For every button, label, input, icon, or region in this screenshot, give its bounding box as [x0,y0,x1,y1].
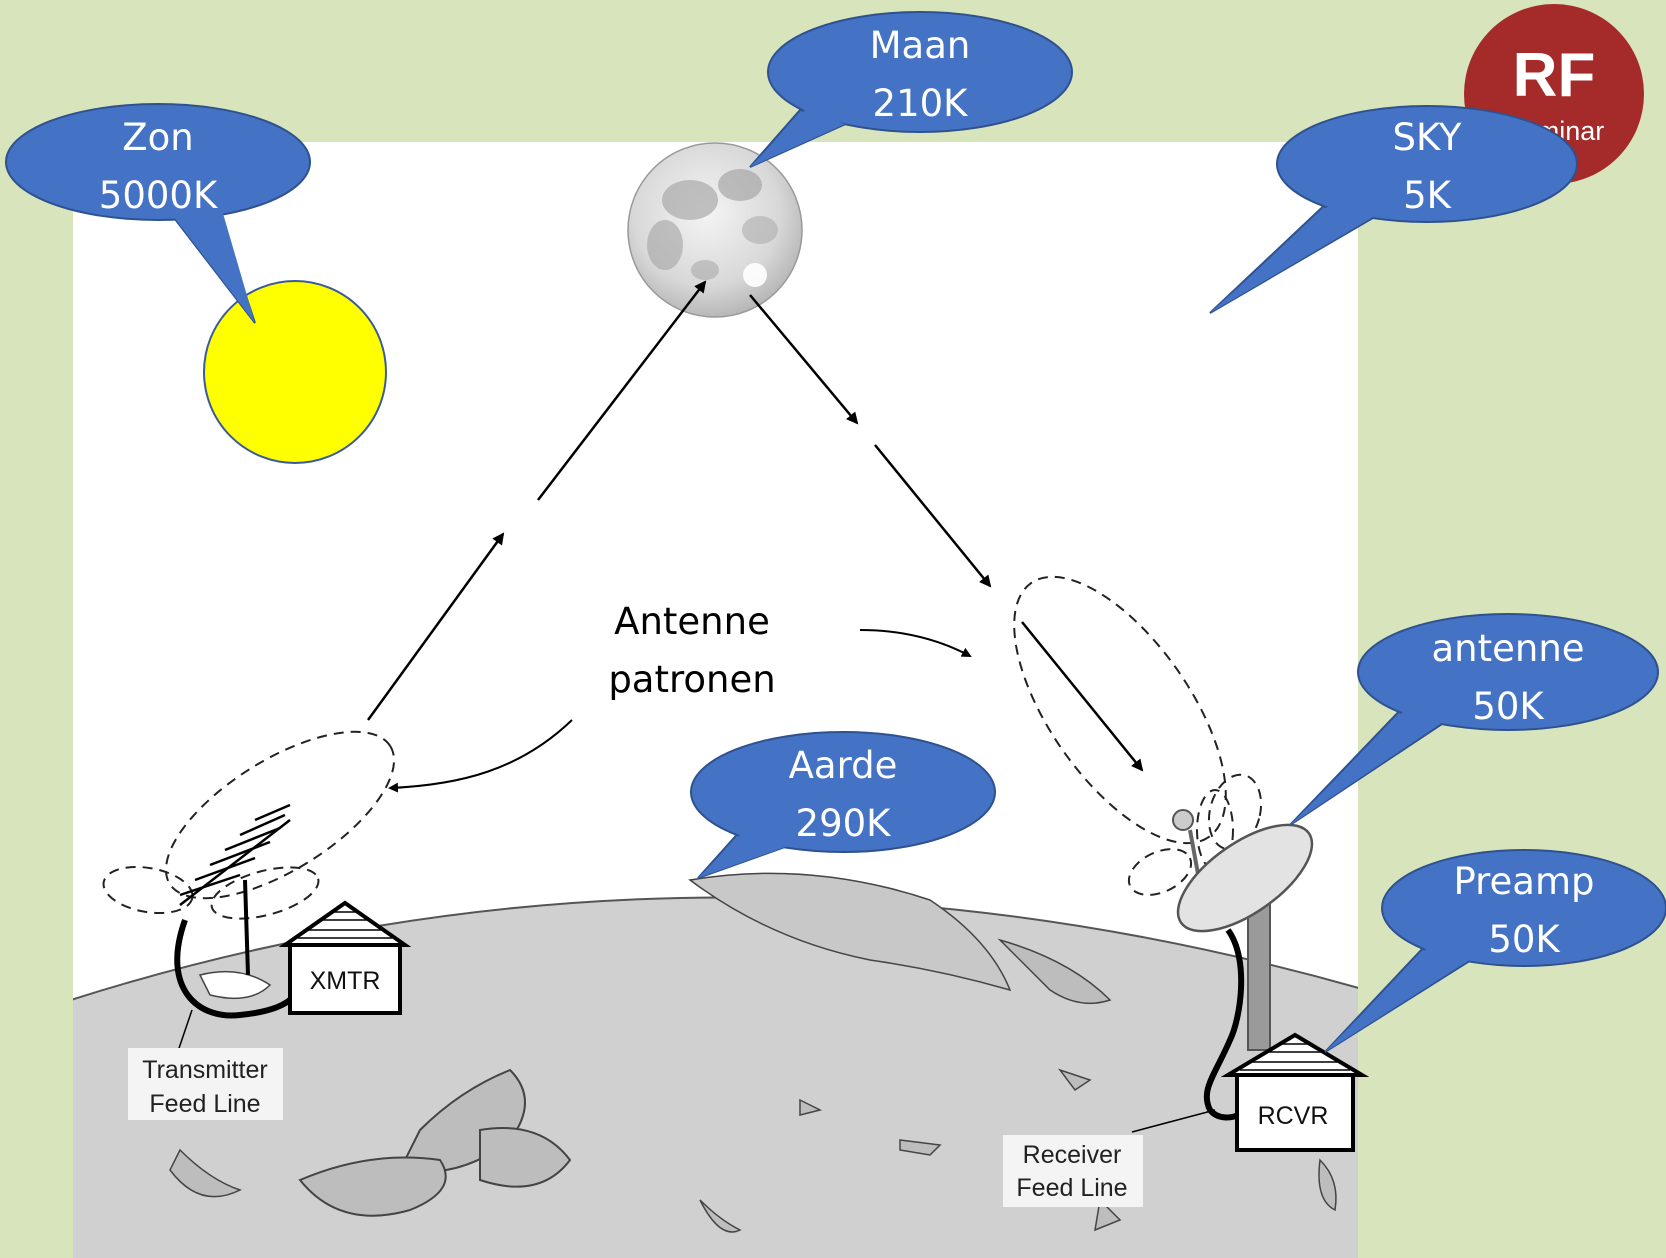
callout-sun-line1: Zon [122,116,193,159]
callout-sky-line2: 5K [1403,174,1453,217]
logo-main-text: RF [1513,41,1596,110]
callout-earth-line1: Aarde [789,744,898,787]
transmitter-feed-label-line1: Transmitter [142,1056,267,1084]
callout-moon [749,11,1073,168]
house-icon-transmitter [278,900,412,1015]
transmitter-feed-label-line2: Feed Line [149,1090,260,1118]
callout-antenna-line2: 50K [1472,685,1545,728]
receiver-feed-label-line2: Feed Line [1016,1174,1127,1202]
callout-sun-line2: 5000K [99,174,219,217]
callout-earth [690,731,996,879]
yagi-antenna-icon [174,803,295,1019]
antenna-patterns [102,575,1263,920]
callout-sun [5,103,311,324]
antenna-patterns-label-line2: patronen [608,658,775,701]
transmitter-feed-label-bg [128,1048,283,1120]
callout-moon-line2: 210K [873,82,970,125]
transmitter-box-label: XMTR [310,967,381,995]
pattern-pointer-left [388,719,573,793]
moon-icon [627,142,803,318]
receiver-box-label: RCVR [1258,1102,1329,1130]
callout-sky-line1: SKY [1392,116,1461,159]
callout-antenna [1289,613,1659,826]
receiver-feed-label-bg [1003,1135,1143,1207]
callout-preamp-line2: 50K [1488,918,1561,961]
callout-preamp [1324,849,1666,1053]
sun-icon [203,280,387,464]
callout-moon-line1: Maan [870,24,971,67]
receiver-feed-pointer [1131,1109,1216,1133]
signal-path [366,280,1144,772]
house-icon-receiver [1220,1032,1370,1152]
receiver-feed-label-line1: Receiver [1023,1141,1122,1169]
dish-antenna-icon [1172,809,1314,1121]
antenna-patterns-label-line1: Antenne [614,600,770,643]
callout-earth-line2: 290K [796,802,893,845]
callout-sky [1209,105,1578,314]
callout-preamp-line1: Preamp [1453,860,1594,903]
pattern-pointer-right [859,629,972,657]
callout-antenna-line1: antenne [1431,627,1584,670]
